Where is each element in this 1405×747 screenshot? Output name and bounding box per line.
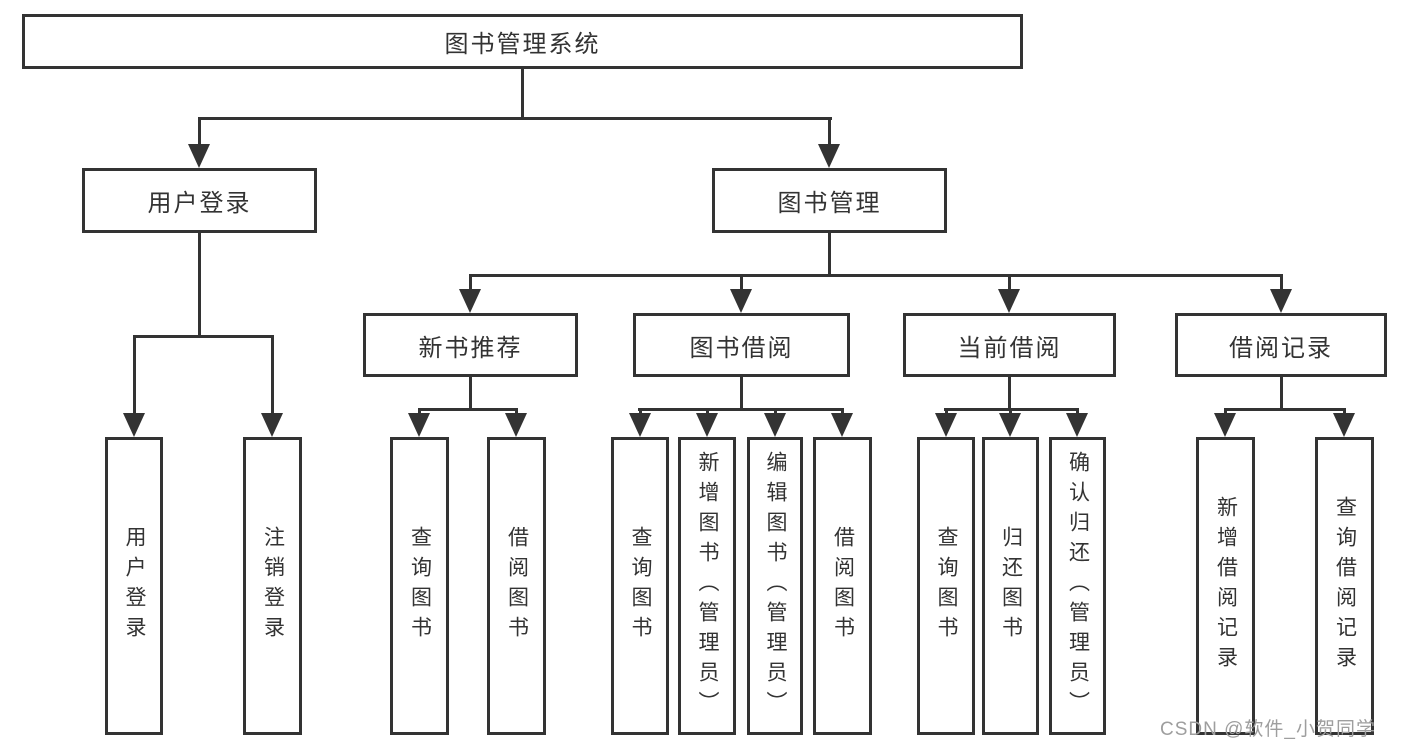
leaf-query-books-recommend: 查询图书 — [390, 437, 449, 735]
arrow-down-icon — [123, 413, 145, 437]
connector-line — [828, 233, 831, 277]
node-book-management: 图书管理 — [712, 168, 947, 233]
arrow-down-icon — [1066, 413, 1088, 437]
leaf-query-books-current-label: 查询图书 — [935, 526, 959, 646]
connector-line — [198, 117, 201, 146]
leaf-query-books-current: 查询图书 — [917, 437, 975, 735]
leaf-borrow-books: 借阅图书 — [813, 437, 872, 735]
node-library-system: 图书管理系统 — [22, 14, 1023, 69]
arrow-down-icon — [261, 413, 283, 437]
leaf-return-books-label: 归还图书 — [999, 526, 1023, 646]
arrow-down-icon — [188, 144, 210, 168]
leaf-confirm-return-admin: 确认归还（管理员） — [1049, 437, 1106, 735]
leaf-edit-books-admin-label: 编辑图书（管理员） — [764, 451, 788, 721]
leaf-add-borrow-record: 新增借阅记录 — [1196, 437, 1255, 735]
connector-line — [841, 408, 844, 416]
leaf-return-books: 归还图书 — [982, 437, 1039, 735]
leaf-query-books-borrow: 查询图书 — [611, 437, 669, 735]
leaf-user-login: 用户登录 — [105, 437, 163, 735]
arrow-down-icon — [1333, 413, 1355, 437]
arrow-down-icon — [998, 289, 1020, 313]
connector-line — [198, 233, 201, 338]
leaf-query-books-recommend-label: 查询图书 — [408, 526, 432, 646]
connector-line — [828, 117, 831, 146]
leaf-user-login-label: 用户登录 — [123, 526, 147, 646]
arrow-down-icon — [935, 413, 957, 437]
connector-line — [1224, 408, 1346, 411]
connector-line — [515, 408, 518, 416]
leaf-query-books-borrow-label: 查询图书 — [629, 526, 653, 646]
connector-line — [945, 408, 948, 416]
arrow-down-icon — [696, 413, 718, 437]
connector-line — [740, 377, 743, 411]
arrow-down-icon — [831, 413, 853, 437]
arrow-down-icon — [999, 413, 1021, 437]
arrow-down-icon — [629, 413, 651, 437]
connector-line — [521, 69, 524, 120]
leaf-borrow-books-recommend-label: 借阅图书 — [505, 526, 529, 646]
leaf-add-borrow-record-label: 新增借阅记录 — [1214, 496, 1238, 676]
arrow-down-icon — [764, 413, 786, 437]
node-book-borrowing: 图书借阅 — [633, 313, 850, 377]
connector-line — [1008, 274, 1011, 291]
node-borrowing-records: 借阅记录 — [1175, 313, 1387, 377]
connector-line — [418, 408, 518, 411]
arrow-down-icon — [818, 144, 840, 168]
leaf-confirm-return-admin-label: 确认归还（管理员） — [1066, 451, 1090, 721]
connector-line — [469, 274, 1283, 277]
connector-line — [1280, 377, 1283, 411]
connector-line — [418, 408, 421, 416]
connector-line — [1008, 377, 1011, 411]
connector-line — [133, 335, 274, 338]
arrow-down-icon — [505, 413, 527, 437]
arrow-down-icon — [1214, 413, 1236, 437]
arrow-down-icon — [730, 289, 752, 313]
connector-line — [133, 335, 136, 415]
watermark: CSDN @软件_小贺同学 — [1160, 719, 1376, 740]
connector-line — [774, 408, 777, 416]
connector-line — [740, 274, 743, 291]
arrow-down-icon — [408, 413, 430, 437]
leaf-logout-label: 注销登录 — [261, 526, 285, 646]
leaf-edit-books-admin: 编辑图书（管理员） — [747, 437, 803, 735]
leaf-add-books-admin: 新增图书（管理员） — [678, 437, 736, 735]
leaf-borrow-books-label: 借阅图书 — [831, 526, 855, 646]
arrow-down-icon — [1270, 289, 1292, 313]
node-current-borrowing: 当前借阅 — [903, 313, 1116, 377]
connector-line — [271, 335, 274, 415]
connector-line — [1009, 408, 1012, 416]
node-new-book-recommend: 新书推荐 — [363, 313, 578, 377]
arrow-down-icon — [459, 289, 481, 313]
connector-line — [469, 274, 472, 291]
leaf-query-borrow-record-label: 查询借阅记录 — [1333, 496, 1357, 676]
leaf-query-borrow-record: 查询借阅记录 — [1315, 437, 1374, 735]
connector-line — [1280, 274, 1283, 291]
node-user-login: 用户登录 — [82, 168, 317, 233]
connector-line — [1076, 408, 1079, 416]
leaf-borrow-books-recommend: 借阅图书 — [487, 437, 546, 735]
connector-line — [198, 117, 832, 120]
connector-line — [638, 408, 844, 411]
connector-line — [469, 377, 472, 411]
leaf-add-books-admin-label: 新增图书（管理员） — [696, 451, 720, 721]
connector-line — [639, 408, 642, 416]
leaf-logout: 注销登录 — [243, 437, 302, 735]
connector-line — [1343, 408, 1346, 416]
connector-line — [1224, 408, 1227, 416]
connector-line — [706, 408, 709, 416]
